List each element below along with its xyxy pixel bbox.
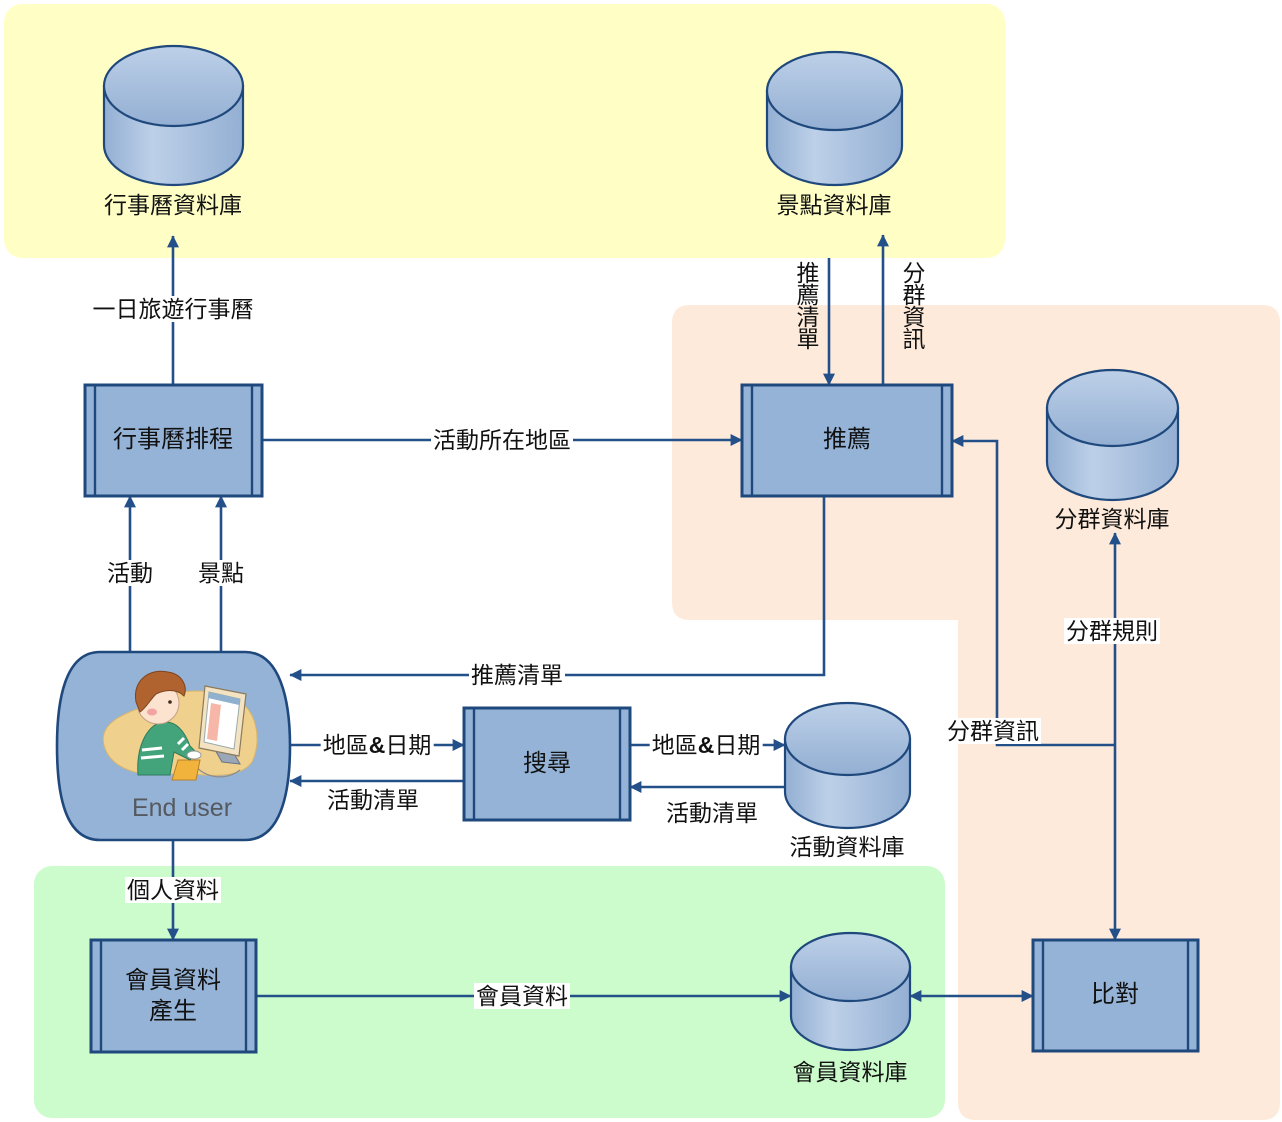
flow-label-activity-list-user: 活動清單 bbox=[327, 787, 419, 813]
cluster-database-icon bbox=[1045, 368, 1180, 502]
screen-header-bar bbox=[208, 692, 240, 705]
boy-eye bbox=[168, 700, 172, 704]
flow-label-activity-list-db: 活動清單 bbox=[666, 800, 758, 826]
recommend-label: 推薦 bbox=[823, 426, 871, 453]
text-date: 日期 bbox=[385, 732, 432, 758]
process-box-calendar-schedule bbox=[83, 383, 264, 498]
process-box-outline bbox=[740, 383, 954, 498]
flow-line-recommend-list-out bbox=[289, 496, 826, 681]
process-box-outline bbox=[462, 706, 632, 822]
process-box-compare bbox=[1031, 938, 1200, 1053]
flow-label-member-data: 會員資料 bbox=[474, 983, 570, 1009]
flow-label-attraction: 景點 bbox=[196, 560, 246, 586]
end-user-label: End user bbox=[131, 794, 233, 822]
flow-label-region-date-query: 地區&日期 bbox=[320, 732, 434, 758]
compare-label: 比對 bbox=[1091, 981, 1139, 1008]
search-label: 搜尋 bbox=[523, 750, 571, 777]
cylinder-top bbox=[102, 44, 245, 128]
cylinder-top bbox=[765, 50, 904, 132]
attraction-database-label: 景點資料庫 bbox=[776, 192, 892, 218]
process-box-outline bbox=[1031, 938, 1200, 1053]
process-box-search bbox=[462, 706, 632, 822]
user-at-computer-illustration bbox=[102, 670, 258, 781]
text-ampersand: & bbox=[368, 732, 386, 758]
screen-pink-panel bbox=[207, 703, 221, 741]
flow-label-cluster-info-out: 分群資訊 bbox=[899, 261, 925, 349]
member-database-label: 會員資料庫 bbox=[792, 1059, 908, 1085]
process-box-recommend bbox=[740, 383, 954, 498]
region-external-databases bbox=[4, 4, 1005, 258]
flow-label-cluster-info-in: 分群資訊 bbox=[945, 718, 1041, 744]
flow-line-cluster-info-in bbox=[951, 435, 1115, 747]
boy-cheek bbox=[147, 708, 157, 716]
member-generate-label-line2: 產生 bbox=[149, 998, 197, 1025]
calendar-database-icon bbox=[102, 44, 245, 187]
flow-label-activity: 活動 bbox=[105, 560, 155, 586]
calendar-schedule-label: 行事曆排程 bbox=[113, 426, 233, 453]
cylinder-top bbox=[783, 701, 912, 777]
process-box-outline bbox=[89, 938, 258, 1054]
cluster-database-label: 分群資料庫 bbox=[1054, 506, 1170, 532]
text-date: 日期 bbox=[714, 732, 761, 758]
text-ampersand: & bbox=[697, 732, 715, 758]
flow-label-cluster-rules: 分群規則 bbox=[1064, 618, 1160, 644]
flow-label-one-day-calendar: 一日旅遊行事曆 bbox=[90, 296, 256, 322]
mouse-pad-icon bbox=[171, 759, 201, 781]
cylinder-top bbox=[789, 931, 912, 1003]
process-box-outline bbox=[83, 383, 264, 498]
text-region: 地區 bbox=[322, 732, 369, 758]
mouse-icon bbox=[186, 750, 202, 760]
calendar-database-label: 行事曆資料庫 bbox=[104, 192, 242, 218]
boy-hair bbox=[134, 670, 186, 713]
activity-database-icon bbox=[783, 701, 912, 830]
shirt-stripes bbox=[140, 736, 190, 760]
flow-label-activity-region: 活動所在地區 bbox=[431, 427, 573, 453]
member-generate-label-line1: 會員資料 bbox=[125, 967, 221, 994]
flow-label-recommend-list-in: 推薦清單 bbox=[793, 261, 819, 349]
attraction-database-icon bbox=[765, 50, 904, 187]
text-region: 地區 bbox=[651, 732, 698, 758]
cylinder-top bbox=[1045, 368, 1180, 448]
activity-database-label: 活動資料庫 bbox=[789, 834, 905, 860]
process-box-member-generate bbox=[89, 938, 258, 1054]
flow-label-recommend-list-out: 推薦清單 bbox=[469, 662, 565, 688]
flow-label-personal-data: 個人資料 bbox=[125, 877, 221, 903]
member-database-icon bbox=[789, 931, 912, 1052]
flow-label-region-date-db: 地區&日期 bbox=[649, 732, 763, 758]
